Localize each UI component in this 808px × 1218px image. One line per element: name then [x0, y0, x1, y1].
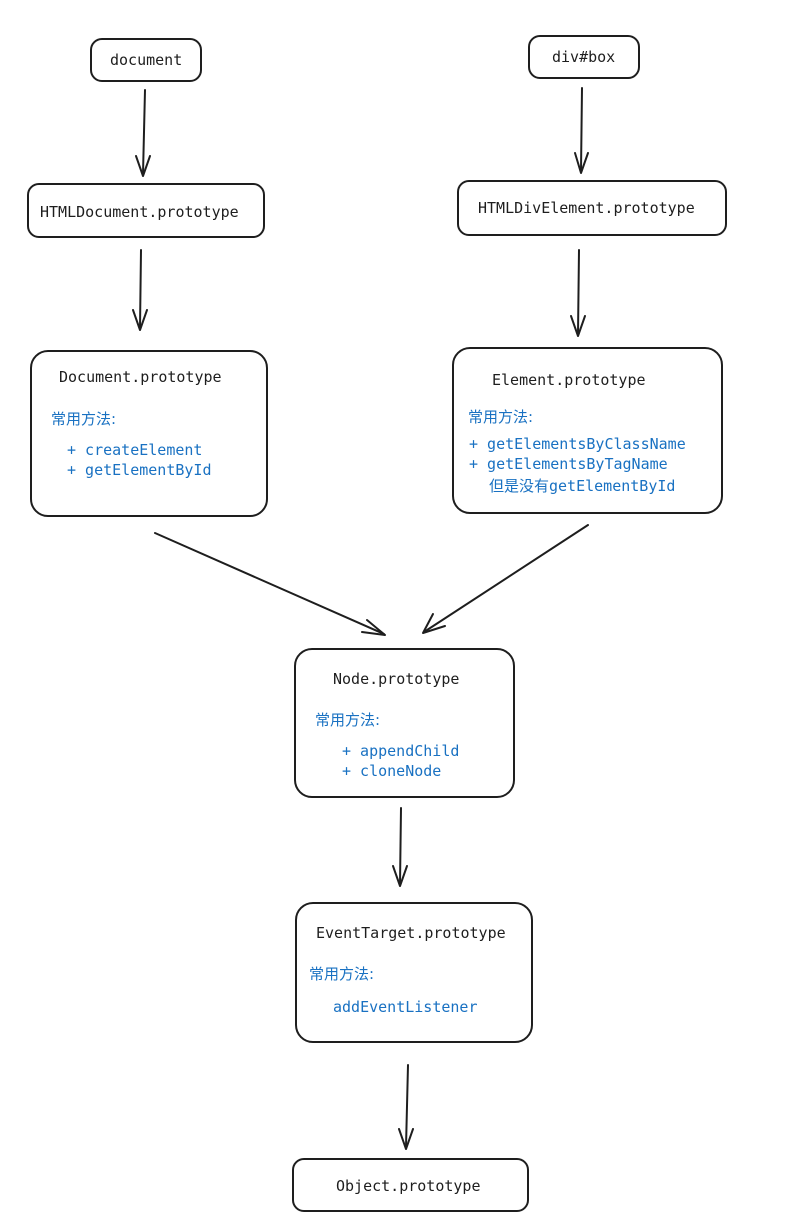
- method-item: addEventListener: [333, 998, 478, 1016]
- object-prototype-node: Object.prototype: [292, 1158, 529, 1212]
- methods-label: 常用方法:: [468, 408, 534, 426]
- method-item: + appendChild: [342, 742, 460, 760]
- node-title: Document.prototype: [59, 368, 222, 386]
- htmldivelement-prototype-node: HTMLDivElement.prototype: [457, 180, 727, 236]
- node-title: EventTarget.prototype: [316, 924, 506, 942]
- document-node: document: [90, 38, 202, 82]
- node-title: document: [110, 51, 183, 69]
- arrow-htmldivelement-to-element: [570, 249, 586, 337]
- arrow-htmldocument-to-document: [132, 249, 148, 331]
- arrow-document-to-htmldocument: [135, 89, 151, 177]
- node-title: Object.prototype: [336, 1177, 481, 1195]
- eventtarget-prototype-node: EventTarget.prototype 常用方法: addEventList…: [295, 902, 533, 1043]
- arrow-document-to-node: [154, 532, 386, 636]
- method-item: + getElementById: [67, 461, 212, 479]
- arrow-element-to-node: [422, 524, 589, 634]
- arrow-divbox-to-htmldivelement: [574, 87, 589, 174]
- node-title: HTMLDocument.prototype: [40, 203, 239, 221]
- element-prototype-node: Element.prototype 常用方法: + getElementsByC…: [452, 347, 723, 514]
- methods-label: 常用方法:: [315, 711, 381, 729]
- node-title: HTMLDivElement.prototype: [478, 199, 695, 217]
- methods-label: 常用方法:: [309, 965, 375, 983]
- method-item: + createElement: [67, 441, 203, 459]
- arrow-eventtarget-to-object: [398, 1064, 414, 1150]
- node-title: Node.prototype: [333, 670, 460, 688]
- method-item: + cloneNode: [342, 762, 442, 780]
- method-item: + getElementsByTagName: [469, 455, 668, 473]
- document-prototype-node: Document.prototype 常用方法: + createElement…: [30, 350, 268, 517]
- method-item: + getElementsByClassName: [469, 435, 686, 453]
- node-title: Element.prototype: [492, 371, 646, 389]
- methods-label: 常用方法:: [51, 410, 117, 428]
- node-title: div#box: [552, 48, 616, 66]
- method-note: 但是没有getElementById: [489, 477, 676, 495]
- divbox-node: div#box: [528, 35, 640, 79]
- htmldocument-prototype-node: HTMLDocument.prototype: [27, 183, 265, 238]
- arrow-node-to-eventtarget: [392, 807, 408, 887]
- node-prototype-node: Node.prototype 常用方法: + appendChild + clo…: [294, 648, 515, 798]
